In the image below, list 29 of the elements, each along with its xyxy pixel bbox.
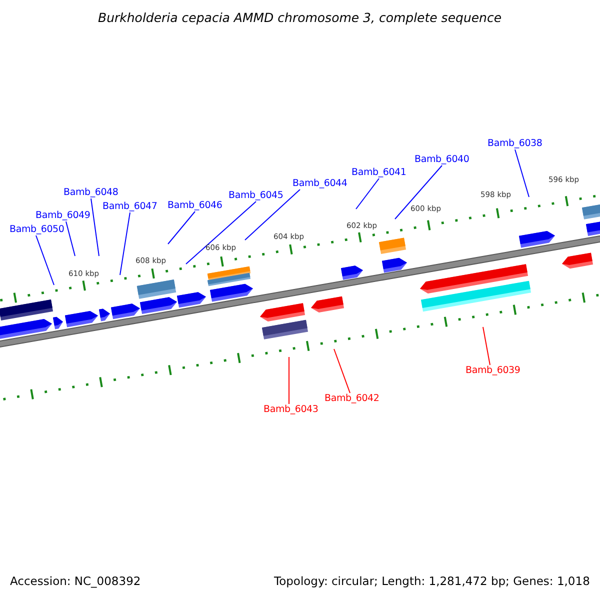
gene-label: Bamb_6042	[324, 394, 380, 404]
gene-label: Bamb_6040	[414, 155, 470, 164]
gene-label: Bamb_6039	[466, 366, 520, 376]
gene-label: Bamb_6047	[102, 202, 158, 212]
leader-line	[482, 326, 490, 366]
gene-label: Bamb_6045	[228, 191, 284, 200]
leader-line	[120, 212, 130, 276]
gene-label: Bamb_6043	[264, 405, 318, 414]
footer-text: Topology: circular; Length: 1,281,472 bp; Genes: 1,018	[274, 576, 590, 588]
leader-line	[168, 211, 196, 244]
leader-line	[334, 348, 350, 394]
gene-label: Bamb_6041	[352, 168, 406, 178]
leader-line	[244, 189, 300, 240]
gene-label: Bamb_6038	[488, 139, 542, 148]
gene-label: Bamb_6049	[36, 211, 90, 220]
gene-label: Bamb_6046	[168, 201, 222, 210]
leader-line	[514, 149, 530, 198]
leader-line	[36, 235, 54, 286]
leader-line	[394, 165, 442, 220]
leader-line	[90, 198, 100, 256]
leader-line	[356, 178, 380, 210]
footer-text: Accession: NC_008392	[10, 576, 141, 588]
gene-label: Bamb_6048	[64, 188, 118, 198]
leader-line	[186, 201, 256, 264]
title: Burkholderia cepacia AMMD chromosome 3, complete sequence	[98, 12, 502, 24]
gene-label: Bamb_6050	[10, 225, 64, 234]
gene-label: Bamb_6044	[292, 179, 348, 188]
leader-line	[66, 221, 76, 256]
leader-line	[288, 356, 290, 404]
